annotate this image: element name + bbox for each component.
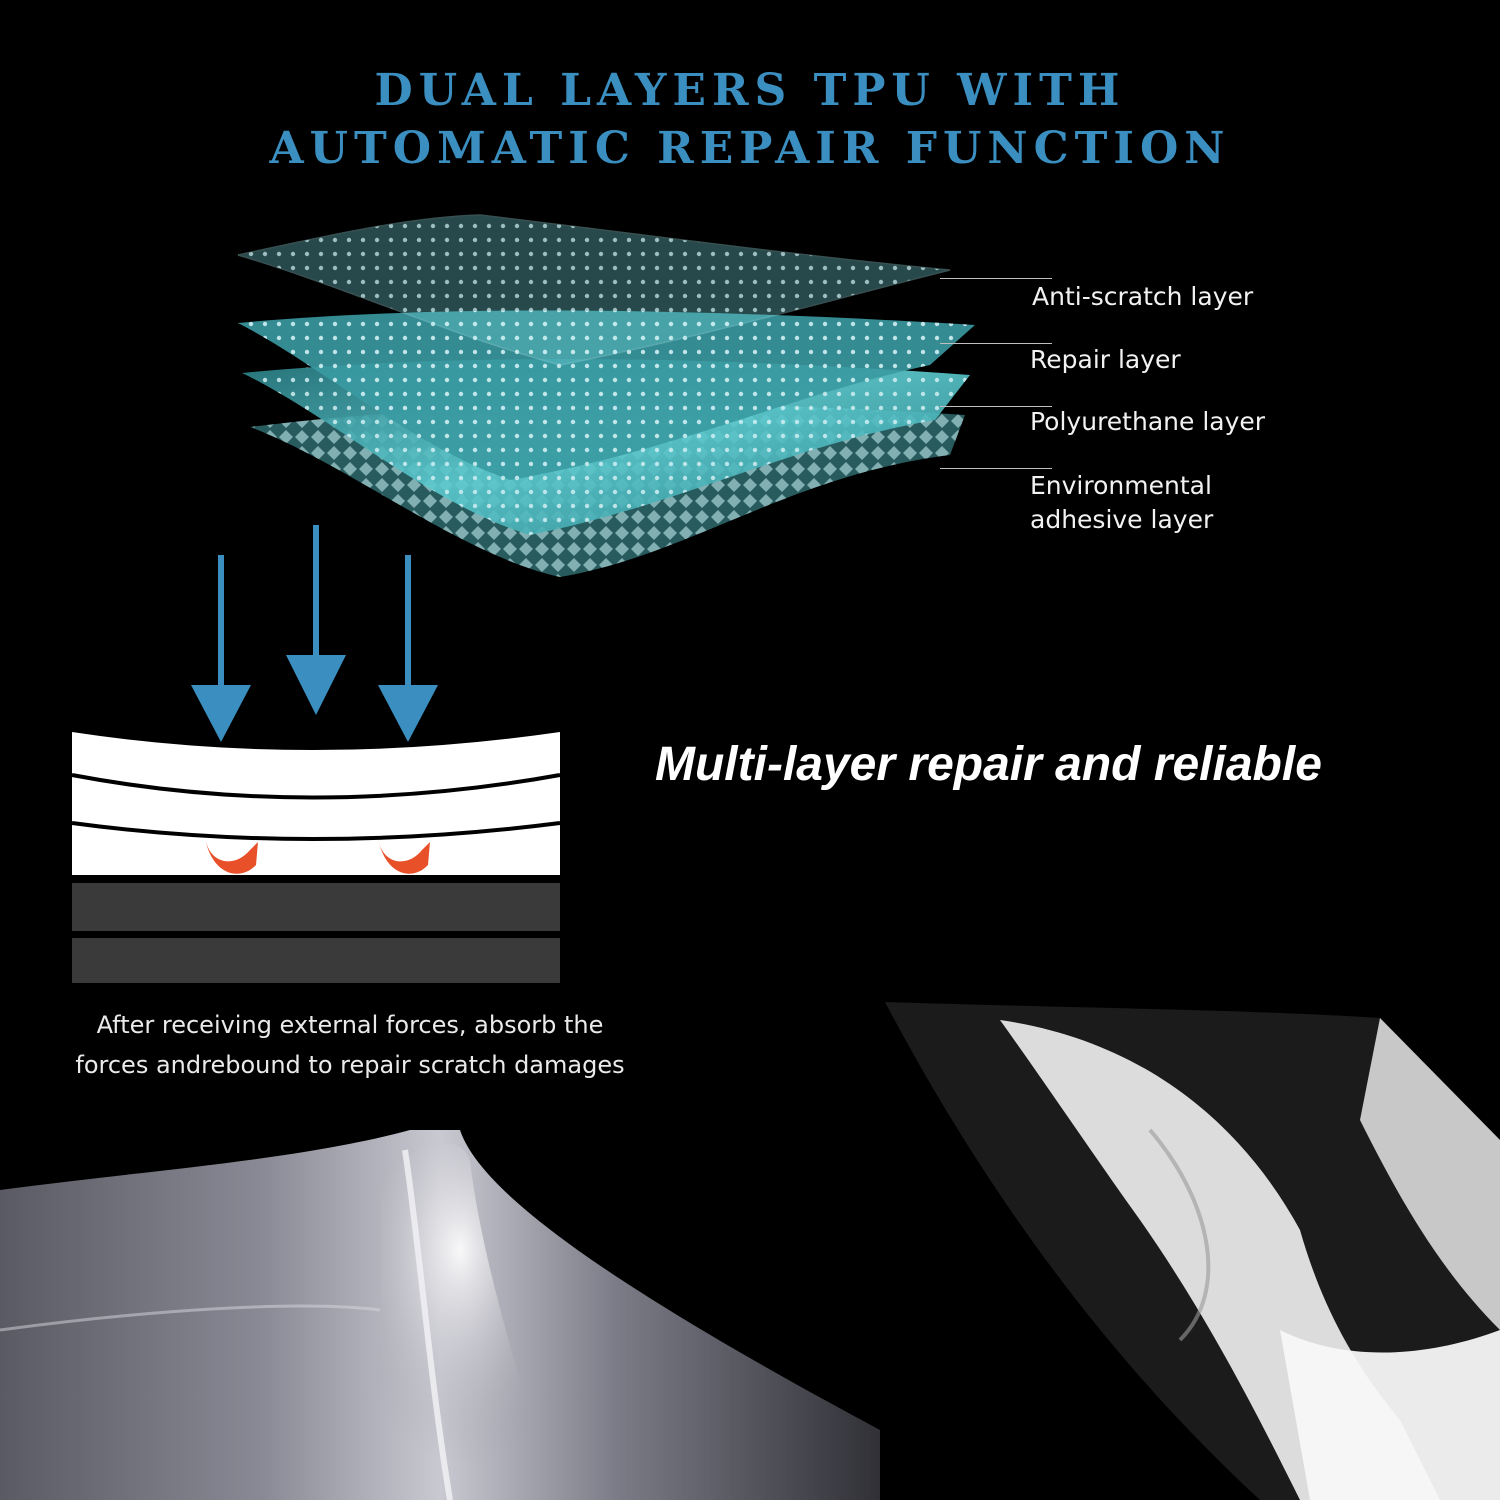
down-arrow-icon bbox=[191, 555, 251, 742]
diagram-caption: After receiving external forces, absorb … bbox=[0, 1005, 700, 1085]
rebound-arrow-icon bbox=[378, 838, 430, 874]
leader-line-repair bbox=[940, 343, 1052, 344]
headline: DUAL LAYERS TPU WITH AUTOMATIC REPAIR FU… bbox=[0, 62, 1500, 178]
leader-line-anti-scratch bbox=[940, 278, 1052, 279]
base-layer-2 bbox=[72, 938, 560, 983]
base-layer-1 bbox=[72, 883, 560, 931]
leader-line-adhesive bbox=[940, 468, 1052, 469]
leader-line-polyurethane bbox=[940, 406, 1052, 407]
label-polyurethane-layer: Polyurethane layer bbox=[1030, 407, 1266, 436]
anti-scratch-layer-sheet bbox=[237, 214, 951, 366]
label-repair-layer: Repair layer bbox=[1030, 345, 1181, 374]
stretched-film-photo bbox=[0, 1130, 880, 1500]
rebound-arrow-icon bbox=[205, 838, 258, 874]
headline-line-1: DUAL LAYERS TPU WITH bbox=[374, 65, 1126, 116]
caption-line-1: After receiving external forces, absorb … bbox=[96, 1011, 604, 1039]
headline-line-2: AUTOMATIC REPAIR FUNCTION bbox=[269, 123, 1231, 174]
down-arrow-icon bbox=[378, 555, 438, 742]
peeled-film-photo bbox=[885, 1002, 1500, 1500]
label-adhesive-layer: Environmental adhesive layer bbox=[1030, 471, 1214, 534]
film-layers-illustration bbox=[237, 214, 975, 577]
down-arrow-icon bbox=[286, 525, 346, 715]
tagline: Multi-layer repair and reliable bbox=[655, 738, 1322, 791]
force-rebound-diagram bbox=[71, 525, 561, 983]
repair-layer-sheet bbox=[238, 310, 975, 480]
label-anti-scratch-layer: Anti-scratch layer bbox=[1032, 282, 1254, 311]
caption-line-2: forces andrebound to repair scratch dama… bbox=[75, 1051, 625, 1079]
